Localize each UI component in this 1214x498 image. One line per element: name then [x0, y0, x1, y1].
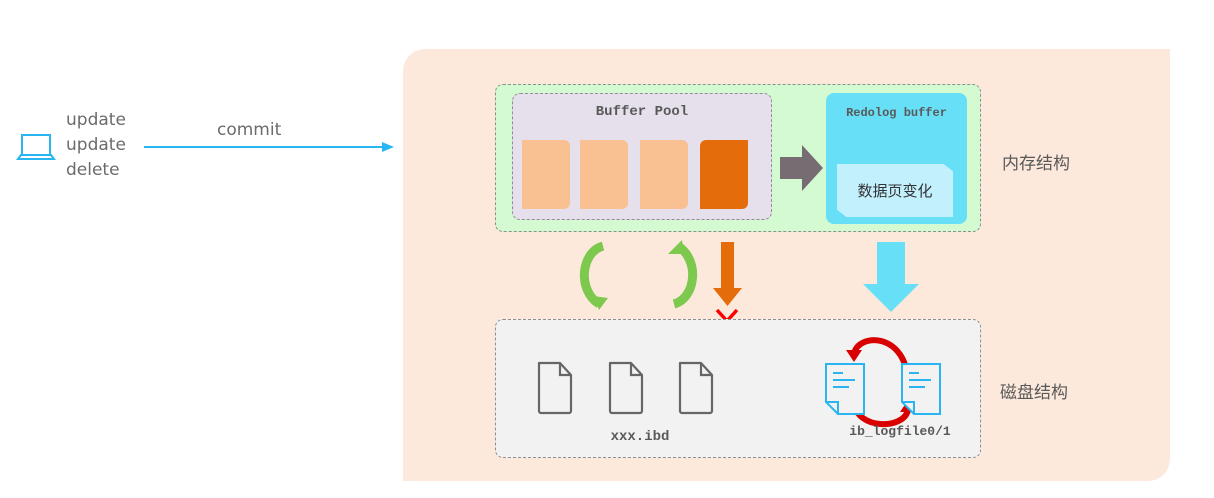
- commit-arrow: [144, 142, 394, 152]
- load-cycle-left-icon: [580, 241, 608, 310]
- commit-label: commit: [217, 120, 282, 140]
- load-cycle-right-icon: [668, 240, 697, 309]
- file-icon: [608, 361, 644, 415]
- buffer-pool-title: Buffer Pool: [595, 104, 689, 120]
- buffer-page-dirty: [700, 140, 748, 209]
- operation-update-1: update: [66, 110, 126, 130]
- flush-down-arrow-icon: [713, 242, 742, 306]
- data-files-label: xxx.ibd: [610, 429, 670, 445]
- redolog-flush-arrow-icon: [863, 242, 919, 312]
- file-icon: [537, 361, 573, 415]
- redolog-buffer-title: Redolog buffer: [846, 106, 947, 120]
- disk-structure-box: [495, 319, 981, 458]
- file-icon: [678, 361, 714, 415]
- buffer-page-clean: [580, 140, 628, 209]
- operation-delete: delete: [66, 160, 120, 180]
- logfile-icon: [825, 363, 865, 415]
- logfile-icon: [901, 363, 941, 415]
- laptop-icon: [16, 134, 56, 160]
- page-change-block: [837, 164, 953, 217]
- right-arrow-icon: [780, 145, 823, 191]
- buffer-page-clean: [640, 140, 688, 209]
- page-change-text: 数据页变化: [857, 182, 933, 200]
- memory-structure-label: 内存结构: [1002, 154, 1070, 174]
- log-files-label: ib_logfile0/1: [849, 424, 951, 439]
- disk-structure-label: 磁盘结构: [1000, 383, 1068, 403]
- operation-update-2: update: [66, 135, 126, 155]
- buffer-page-clean: [522, 140, 570, 209]
